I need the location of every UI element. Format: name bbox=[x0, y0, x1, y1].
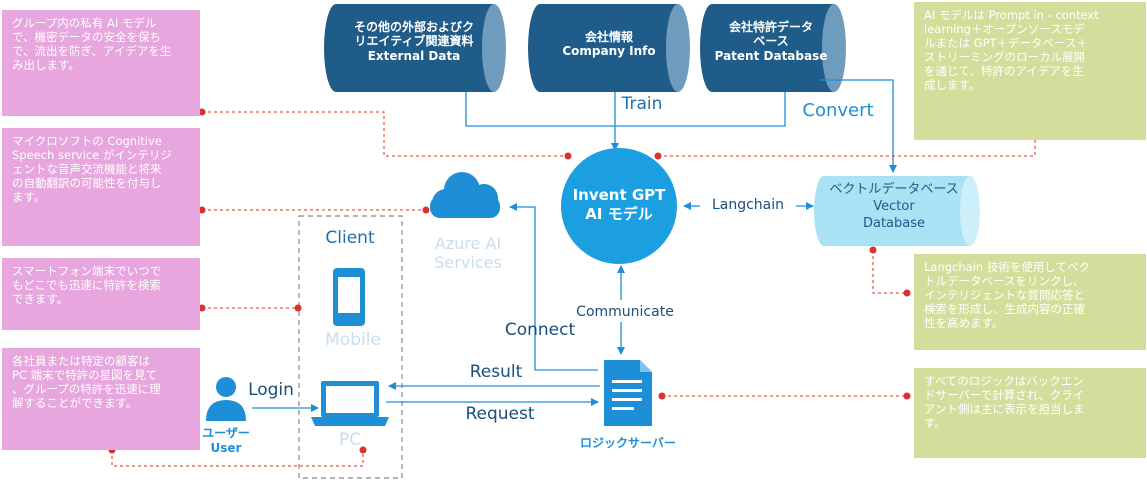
mobile-phone-icon bbox=[333, 268, 365, 326]
laptop-icon bbox=[311, 381, 389, 426]
connect-arrow bbox=[509, 203, 598, 371]
external-data-cylinder bbox=[324, 4, 506, 92]
annotation-connectors bbox=[111, 111, 1036, 467]
client-box bbox=[298, 215, 403, 479]
client-label: Client bbox=[325, 228, 375, 248]
logic-server-label: ロジックサーバー bbox=[580, 436, 676, 450]
connect-label: Connect bbox=[504, 320, 576, 340]
note-backend-logic: すべてのロジックはバックエン ドサーバーで計算され、クライ アント側は主に表示を… bbox=[914, 368, 1146, 458]
patent-database-cylinder bbox=[700, 4, 846, 92]
note-langchain: Langchain 技術を使用してベク トルデータベースをリンクし、 インテリジ… bbox=[914, 254, 1146, 350]
convert-arrow bbox=[820, 79, 897, 173]
result-label: Result bbox=[469, 362, 523, 382]
azure-cloud-icon bbox=[430, 172, 500, 218]
user-icon bbox=[206, 377, 246, 421]
azure-ai-services-label: Azure AI Services bbox=[434, 234, 502, 273]
login-label: Login bbox=[248, 380, 294, 400]
company-info-cylinder bbox=[528, 4, 690, 92]
note-ai-model-generation: AI モデルは Prompt in - context learning＋オープ… bbox=[914, 2, 1146, 140]
train-label: Train bbox=[621, 94, 663, 114]
note-private-ai-model: グループ内の私有 AI モデル で、機密データの安全を保ち で、流出を防ぎ、アイ… bbox=[2, 10, 200, 116]
convert-label: Convert bbox=[802, 100, 874, 121]
company-info-label: 会社情報 Company Info bbox=[562, 30, 656, 59]
note-cognitive-speech: マイクロソフトの Cognitive Speech service がインテリジ… bbox=[2, 128, 200, 246]
note-pc-patent-map: 各社員または特定の顧客は PC 端末で特許の星図を見て 、グループの特許を迅速に… bbox=[2, 348, 200, 450]
document-server-icon bbox=[604, 360, 652, 426]
mobile-label: Mobile bbox=[325, 330, 381, 350]
user-label: ユーザー User bbox=[202, 426, 250, 455]
vector-database-label: ベクトルデータベース Vector Database bbox=[829, 182, 959, 231]
ai-model-label: Invent GPT AI モデル bbox=[572, 186, 666, 223]
langchain-label: Langchain bbox=[711, 197, 785, 213]
vector-database-cylinder bbox=[814, 176, 980, 246]
ai-model-circle bbox=[561, 148, 677, 264]
communicate-label: Communicate bbox=[576, 304, 674, 320]
external-data-label: その他の外部およびク リエイティブ関連資料 External Data bbox=[353, 20, 474, 63]
note-mobile-search: スマートフォン端末でいつで もどこでも迅速に特許を検索 できます。 bbox=[2, 258, 200, 330]
patent-database-label: 会社特許データ ベース Patent Database bbox=[714, 20, 828, 63]
train-connector bbox=[465, 92, 786, 151]
pc-label: PC bbox=[338, 430, 362, 450]
request-label: Request bbox=[465, 404, 535, 424]
